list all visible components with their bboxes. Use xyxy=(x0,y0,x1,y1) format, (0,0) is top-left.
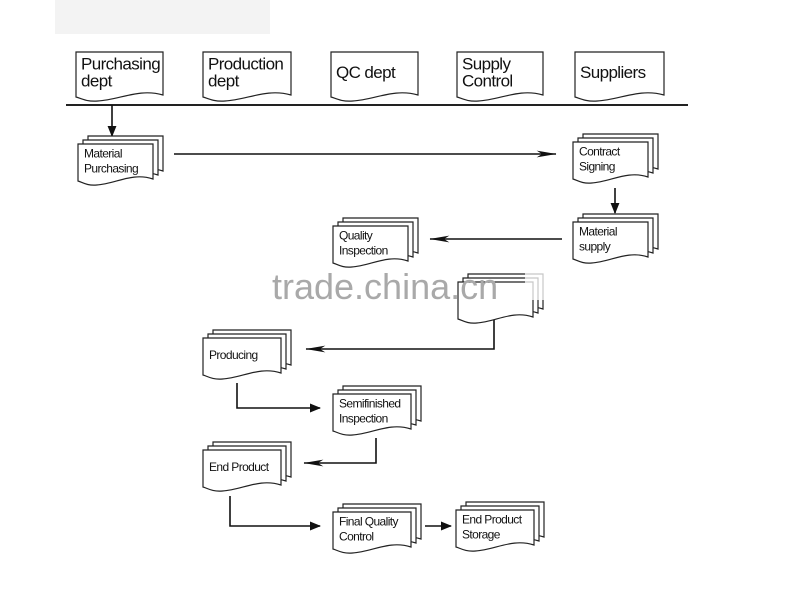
flow-semifinished-inspection-to-end-product xyxy=(303,438,377,467)
document-front xyxy=(455,509,535,552)
document-shape xyxy=(456,51,544,102)
flow-end-product-to-final-quality-control xyxy=(229,496,322,531)
dept-label-line: Production xyxy=(208,55,283,74)
process-steps: MaterialPurchasingContractSigningMateria… xyxy=(77,133,659,554)
flow-producing-to-semifinished-inspection xyxy=(236,383,322,413)
step-label-line: Storage xyxy=(462,528,501,542)
step-label-line: Signing xyxy=(579,160,615,174)
dept-label-line: dept xyxy=(208,72,240,91)
dept-label-line: dept xyxy=(81,72,113,91)
step-label-line: Material xyxy=(84,147,122,161)
dept-label-line: QC dept xyxy=(336,63,396,82)
document-shape xyxy=(330,51,419,102)
dept-label-line: Supply xyxy=(462,55,511,74)
document-front xyxy=(332,225,409,268)
dept-header-suppliers: Suppliers xyxy=(574,51,665,102)
step-label-line: Control xyxy=(339,530,373,544)
document-front xyxy=(202,337,282,380)
step-label-line: End Product xyxy=(209,460,270,474)
watermark-blur xyxy=(525,268,655,300)
step-label-line: Purchasing xyxy=(84,162,138,176)
dept-header-qc: QC dept xyxy=(330,51,419,102)
step-label-line: Inspection xyxy=(339,412,388,426)
dept-label-line: Purchasing xyxy=(81,55,160,74)
step-label-line: supply xyxy=(579,240,611,254)
step-label-line: Quality xyxy=(339,229,373,243)
document-front xyxy=(572,221,649,264)
step-label-line: Inspection xyxy=(339,244,388,258)
watermark: trade.china.cn xyxy=(272,266,498,307)
flow-connectors xyxy=(107,105,620,531)
document-front xyxy=(332,511,412,554)
dept-label-line: Suppliers xyxy=(580,63,646,82)
document-front xyxy=(457,281,534,324)
dept-label-line: Control xyxy=(462,72,513,91)
document-front xyxy=(77,143,154,186)
document-shape xyxy=(202,51,292,102)
step-label-line: Material xyxy=(579,225,617,239)
step-label-line: End Product xyxy=(462,513,523,527)
top-banner-strip xyxy=(55,0,270,34)
step-label-line: Contract xyxy=(579,145,621,159)
step-label-line: Semifinished xyxy=(339,397,401,411)
step-label-line: Final Quality xyxy=(339,515,398,529)
step-end-product: End Product xyxy=(202,441,292,492)
document-shape xyxy=(574,51,665,102)
document-front xyxy=(572,141,649,184)
document-front xyxy=(332,393,412,436)
step-label-line: Producing xyxy=(209,348,258,362)
document-front xyxy=(202,449,282,492)
step-hidden-step xyxy=(457,273,544,324)
step-producing: Producing xyxy=(202,329,292,380)
flow-hidden-step-to-producing xyxy=(305,320,495,353)
document-shape xyxy=(75,51,164,102)
